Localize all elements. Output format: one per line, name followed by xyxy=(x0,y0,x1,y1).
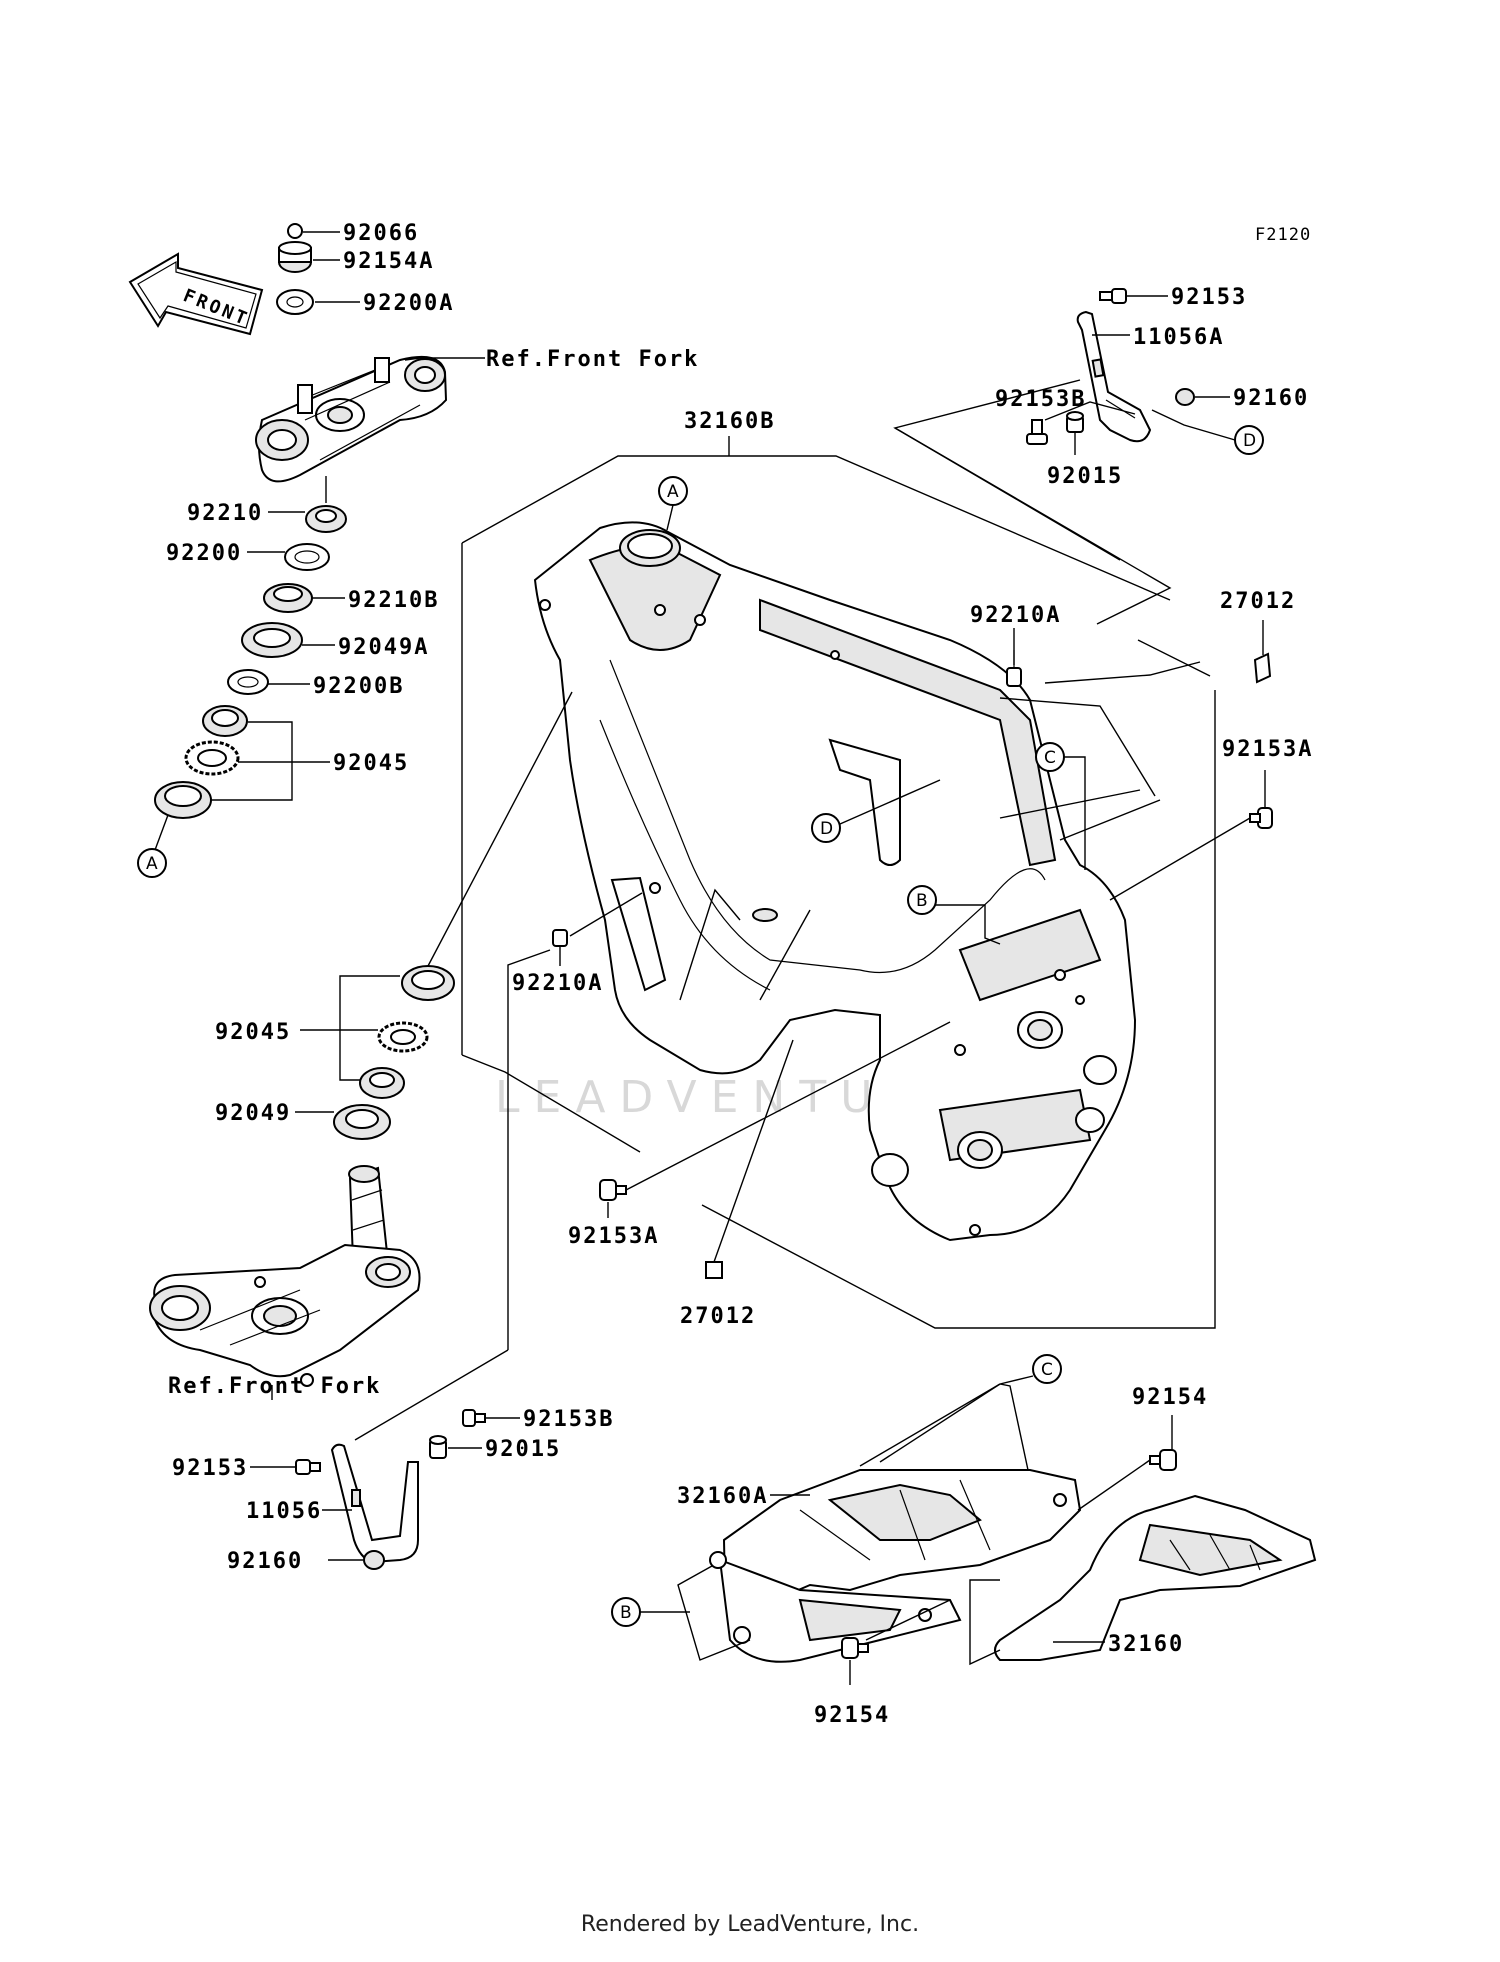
bearing-set-upper-icon xyxy=(154,705,248,819)
ref-front-fork-upper: Ref.Front Fork xyxy=(486,347,699,372)
front-arrow-icon: FRONT xyxy=(128,252,264,336)
callout-d-frame: D xyxy=(811,813,841,843)
svg-text:C: C xyxy=(1044,748,1056,768)
part-label-92153A-left: 92153A xyxy=(568,1224,659,1249)
washer-92200B-icon xyxy=(227,669,269,695)
part-label-32160A: 32160A xyxy=(677,1484,768,1509)
part-label-92160-bottom: 92160 xyxy=(227,1549,303,1574)
svg-text:A: A xyxy=(146,854,158,874)
bolt-92153A-right-icon xyxy=(1249,807,1273,829)
part-label-92015-top: 92015 xyxy=(1047,464,1123,489)
bolt-92153-top-icon xyxy=(1099,288,1127,304)
washer-92200A-icon xyxy=(276,289,314,315)
part-label-92049: 92049 xyxy=(215,1101,291,1126)
part-label-92210: 92210 xyxy=(187,501,263,526)
part-label-92153-bottom: 92153 xyxy=(172,1456,248,1481)
callout-b-frame: B xyxy=(907,885,937,915)
part-label-92200A: 92200A xyxy=(363,291,454,316)
bracket-11056A-group: 92153 11056A 92153B 92015 92160 xyxy=(893,285,1309,625)
part-label-92153B-bottom: 92153B xyxy=(523,1407,614,1432)
bolt-92154-bottom-icon xyxy=(841,1637,869,1659)
part-label-92045-bottom: 92045 xyxy=(215,1020,291,1045)
grommet-92160-bottom-icon xyxy=(363,1550,385,1570)
part-label-92200B: 92200B xyxy=(313,674,404,699)
part-label-11056A: 11056A xyxy=(1133,325,1224,350)
bolt-92153B-top-icon xyxy=(1026,419,1048,445)
bolt-92153A-left-icon xyxy=(599,1179,627,1201)
svg-text:A: A xyxy=(667,482,679,502)
sub-frame-32160-icon xyxy=(994,1494,1317,1661)
part-label-92153-top: 92153 xyxy=(1171,285,1247,310)
bolt-92210A-left-icon xyxy=(552,929,568,947)
part-label-92066: 92066 xyxy=(343,221,419,246)
collar-92015-bottom-icon xyxy=(429,1435,447,1459)
label-plate-27012-bottom-icon xyxy=(705,1261,723,1279)
part-label-92210A-right: 92210A xyxy=(970,603,1061,628)
callout-a-left: A xyxy=(137,848,167,878)
washer-92200-icon xyxy=(284,543,330,571)
sub-frame-32160A-icon xyxy=(709,1469,1082,1663)
bolt-92153B-bottom-icon xyxy=(462,1409,486,1427)
ref-front-fork-lower: Ref.Front Fork xyxy=(168,1374,381,1399)
bracket-11056-group: 92153B 92015 92153 11056 92160 xyxy=(172,949,614,1574)
callout-c-frame: C xyxy=(1035,742,1065,772)
main-frame-assembly: 32160B xyxy=(427,409,1313,1329)
callout-a-frame: A xyxy=(658,476,688,506)
diagram-code: F2120 xyxy=(1255,225,1311,245)
part-label-11056: 11056 xyxy=(246,1499,322,1524)
bearing-set-lower-icon xyxy=(359,965,455,1099)
svg-text:D: D xyxy=(1243,431,1256,451)
lower-stem-bracket-icon xyxy=(149,1165,421,1387)
cap-92066-icon xyxy=(287,223,303,239)
part-label-92210A-left: 92210A xyxy=(512,971,603,996)
steering-stem-parts: 92066 92154A 92200A Ref.Front Fork xyxy=(137,221,699,1400)
part-label-92049A: 92049A xyxy=(338,635,429,660)
sub-frame-group: C 32160A B 921 xyxy=(611,1354,1317,1728)
part-label-92210B: 92210B xyxy=(348,588,439,613)
svg-text:D: D xyxy=(820,819,833,839)
upper-triple-clamp-icon xyxy=(255,356,448,483)
collar-92015-top-icon xyxy=(1066,411,1084,433)
label-plate-27012-right-icon xyxy=(1253,652,1272,684)
part-label-92045-top: 92045 xyxy=(333,751,409,776)
part-label-92154A: 92154A xyxy=(343,249,434,274)
footer-credit: Rendered by LeadVenture, Inc. xyxy=(580,1912,920,1937)
part-label-92160-top: 92160 xyxy=(1233,386,1309,411)
part-label-92200: 92200 xyxy=(166,541,242,566)
main-frame-icon xyxy=(533,521,1137,1242)
part-label-92154-top: 92154 xyxy=(1132,1385,1208,1410)
bracket-11056A-icon xyxy=(1076,310,1152,443)
part-label-92154-bottom: 92154 xyxy=(814,1703,890,1728)
grommet-92160-top-icon xyxy=(1175,388,1195,406)
part-label-32160B: 32160B xyxy=(684,409,775,434)
callout-b-sub: B xyxy=(611,1597,641,1627)
part-label-92015-bottom: 92015 xyxy=(485,1437,561,1462)
bracket-11056-icon xyxy=(330,1443,419,1564)
callout-d-bracket: D xyxy=(1234,425,1264,455)
part-label-27012-bottom: 27012 xyxy=(680,1304,756,1329)
svg-text:C: C xyxy=(1041,1360,1053,1380)
part-label-92153A-right: 92153A xyxy=(1222,737,1313,762)
bolt-92153-bottom-icon xyxy=(295,1459,321,1475)
callout-c-sub: C xyxy=(1032,1354,1062,1384)
part-label-27012-right: 27012 xyxy=(1220,589,1296,614)
part-label-32160: 32160 xyxy=(1108,1632,1184,1657)
svg-text:B: B xyxy=(916,891,928,911)
svg-text:B: B xyxy=(620,1603,632,1623)
bolt-92154-top-icon xyxy=(1149,1449,1177,1471)
